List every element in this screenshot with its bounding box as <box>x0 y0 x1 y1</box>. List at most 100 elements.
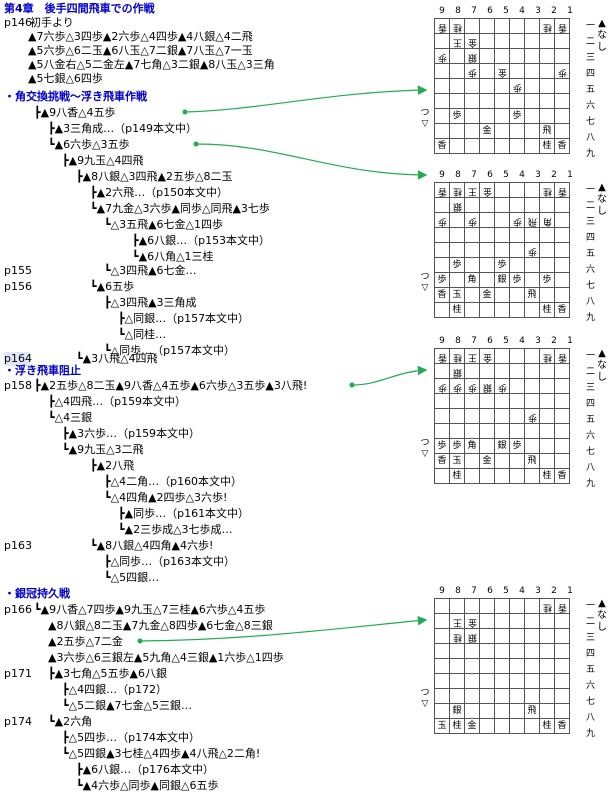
board-square <box>554 393 570 409</box>
rank-number: 一 <box>586 21 596 31</box>
board-square: 金 <box>479 287 495 303</box>
board-square: 香 <box>434 348 450 364</box>
board-square <box>524 348 540 364</box>
move-line: 初手より <box>30 16 74 29</box>
board-square <box>449 423 465 439</box>
board-square <box>479 423 495 439</box>
rank-number: 二 <box>586 37 596 47</box>
board-square <box>524 363 540 379</box>
board-square <box>434 363 450 379</box>
move-text: △同銀…（p157本文中） <box>124 312 250 325</box>
board-square: 歩 <box>449 257 465 273</box>
board-square <box>539 287 555 303</box>
rank-number: 三 <box>586 633 596 643</box>
board-square <box>464 242 480 258</box>
board-square: 王 <box>449 613 465 629</box>
board-square <box>449 138 465 154</box>
move-line: ┣▲6八銀…（p153本文中） <box>132 234 271 247</box>
board-square <box>509 197 525 213</box>
board-square <box>539 703 555 719</box>
board-square <box>524 598 540 614</box>
board-square <box>464 703 480 719</box>
move-line: ┗▲6六歩△3五歩 <box>48 138 130 151</box>
rank-number: 八 <box>586 133 596 143</box>
board-square <box>434 197 450 213</box>
move-line: ┣▲3三角成…（p149本文中） <box>48 122 198 135</box>
board-square: 飛 <box>524 287 540 303</box>
board-square <box>464 138 480 154</box>
rank-number: 九 <box>586 313 596 323</box>
board-square: 角 <box>464 272 480 288</box>
board-square <box>479 227 495 243</box>
board-square: 香 <box>554 598 570 614</box>
board-square <box>554 643 570 659</box>
board-square <box>479 242 495 258</box>
board-square <box>509 18 525 34</box>
board-square <box>524 197 540 213</box>
move-text: △同歩…（p157本文中） <box>110 344 236 357</box>
move-text: ▲2八飛 <box>96 459 135 472</box>
file-number: 2 <box>551 586 557 596</box>
board-square <box>509 598 525 614</box>
move-line: ┣▲9九玉△4四飛 <box>62 154 144 167</box>
board-square <box>479 257 495 273</box>
board-square <box>434 643 450 659</box>
board-square <box>449 63 465 79</box>
board-square <box>464 93 480 109</box>
board-square <box>449 643 465 659</box>
board-square <box>434 468 450 484</box>
board-square <box>509 227 525 243</box>
move-line: ▲2五歩△7二金 <box>48 635 123 648</box>
move-text: ▲6八銀…（p176本文中） <box>82 763 215 776</box>
board-square <box>524 438 540 454</box>
move-text: △4三銀 <box>54 411 93 424</box>
board-square: 桂 <box>539 598 555 614</box>
board-square: 歩 <box>509 108 525 124</box>
board-square <box>494 673 510 689</box>
board-square <box>464 302 480 318</box>
board-square <box>434 673 450 689</box>
board-square <box>464 658 480 674</box>
board-square <box>524 257 540 273</box>
board-square <box>494 182 510 198</box>
board-square <box>539 93 555 109</box>
board-square <box>434 408 450 424</box>
file-number: 7 <box>471 586 477 596</box>
board-square <box>509 93 525 109</box>
board-square <box>494 363 510 379</box>
board-square <box>509 138 525 154</box>
board-square: 銀 <box>494 438 510 454</box>
board-square <box>434 613 450 629</box>
board-square: 歩 <box>509 78 525 94</box>
move-text: ▲3六歩…（p159本文中） <box>68 427 201 440</box>
board-square: 銀 <box>449 363 465 379</box>
board-square <box>494 718 510 734</box>
file-number: 2 <box>551 6 557 16</box>
file-number: 8 <box>455 170 461 180</box>
file-number: 2 <box>551 170 557 180</box>
board-square <box>539 33 555 49</box>
rank-numbers: 一二三四五六七八九 <box>586 182 595 326</box>
rank-number: 四 <box>586 649 596 659</box>
rank-number: 三 <box>586 217 596 227</box>
board-square <box>464 197 480 213</box>
board-square <box>554 363 570 379</box>
board-square <box>434 108 450 124</box>
file-number: 6 <box>487 586 493 596</box>
board-square <box>554 197 570 213</box>
file-number: 4 <box>519 6 525 16</box>
section-heading: ・角交換挑戦～浮き飛車作戦 <box>4 90 147 103</box>
board-square <box>539 643 555 659</box>
board-square: 歩 <box>509 272 525 288</box>
board-square <box>524 63 540 79</box>
move-line: ┗▲7九金△3六歩▲同歩△同飛▲3七歩 <box>90 202 270 215</box>
board-square: 歩 <box>539 272 555 288</box>
board-square <box>509 673 525 689</box>
board-square: 飛 <box>524 212 540 228</box>
board-square <box>524 658 540 674</box>
board-square <box>464 78 480 94</box>
board-square <box>479 598 495 614</box>
move-line: ┗▲2三歩成△3七歩成… <box>118 523 233 536</box>
rank-number: 六 <box>586 431 596 441</box>
board-square <box>524 182 540 198</box>
